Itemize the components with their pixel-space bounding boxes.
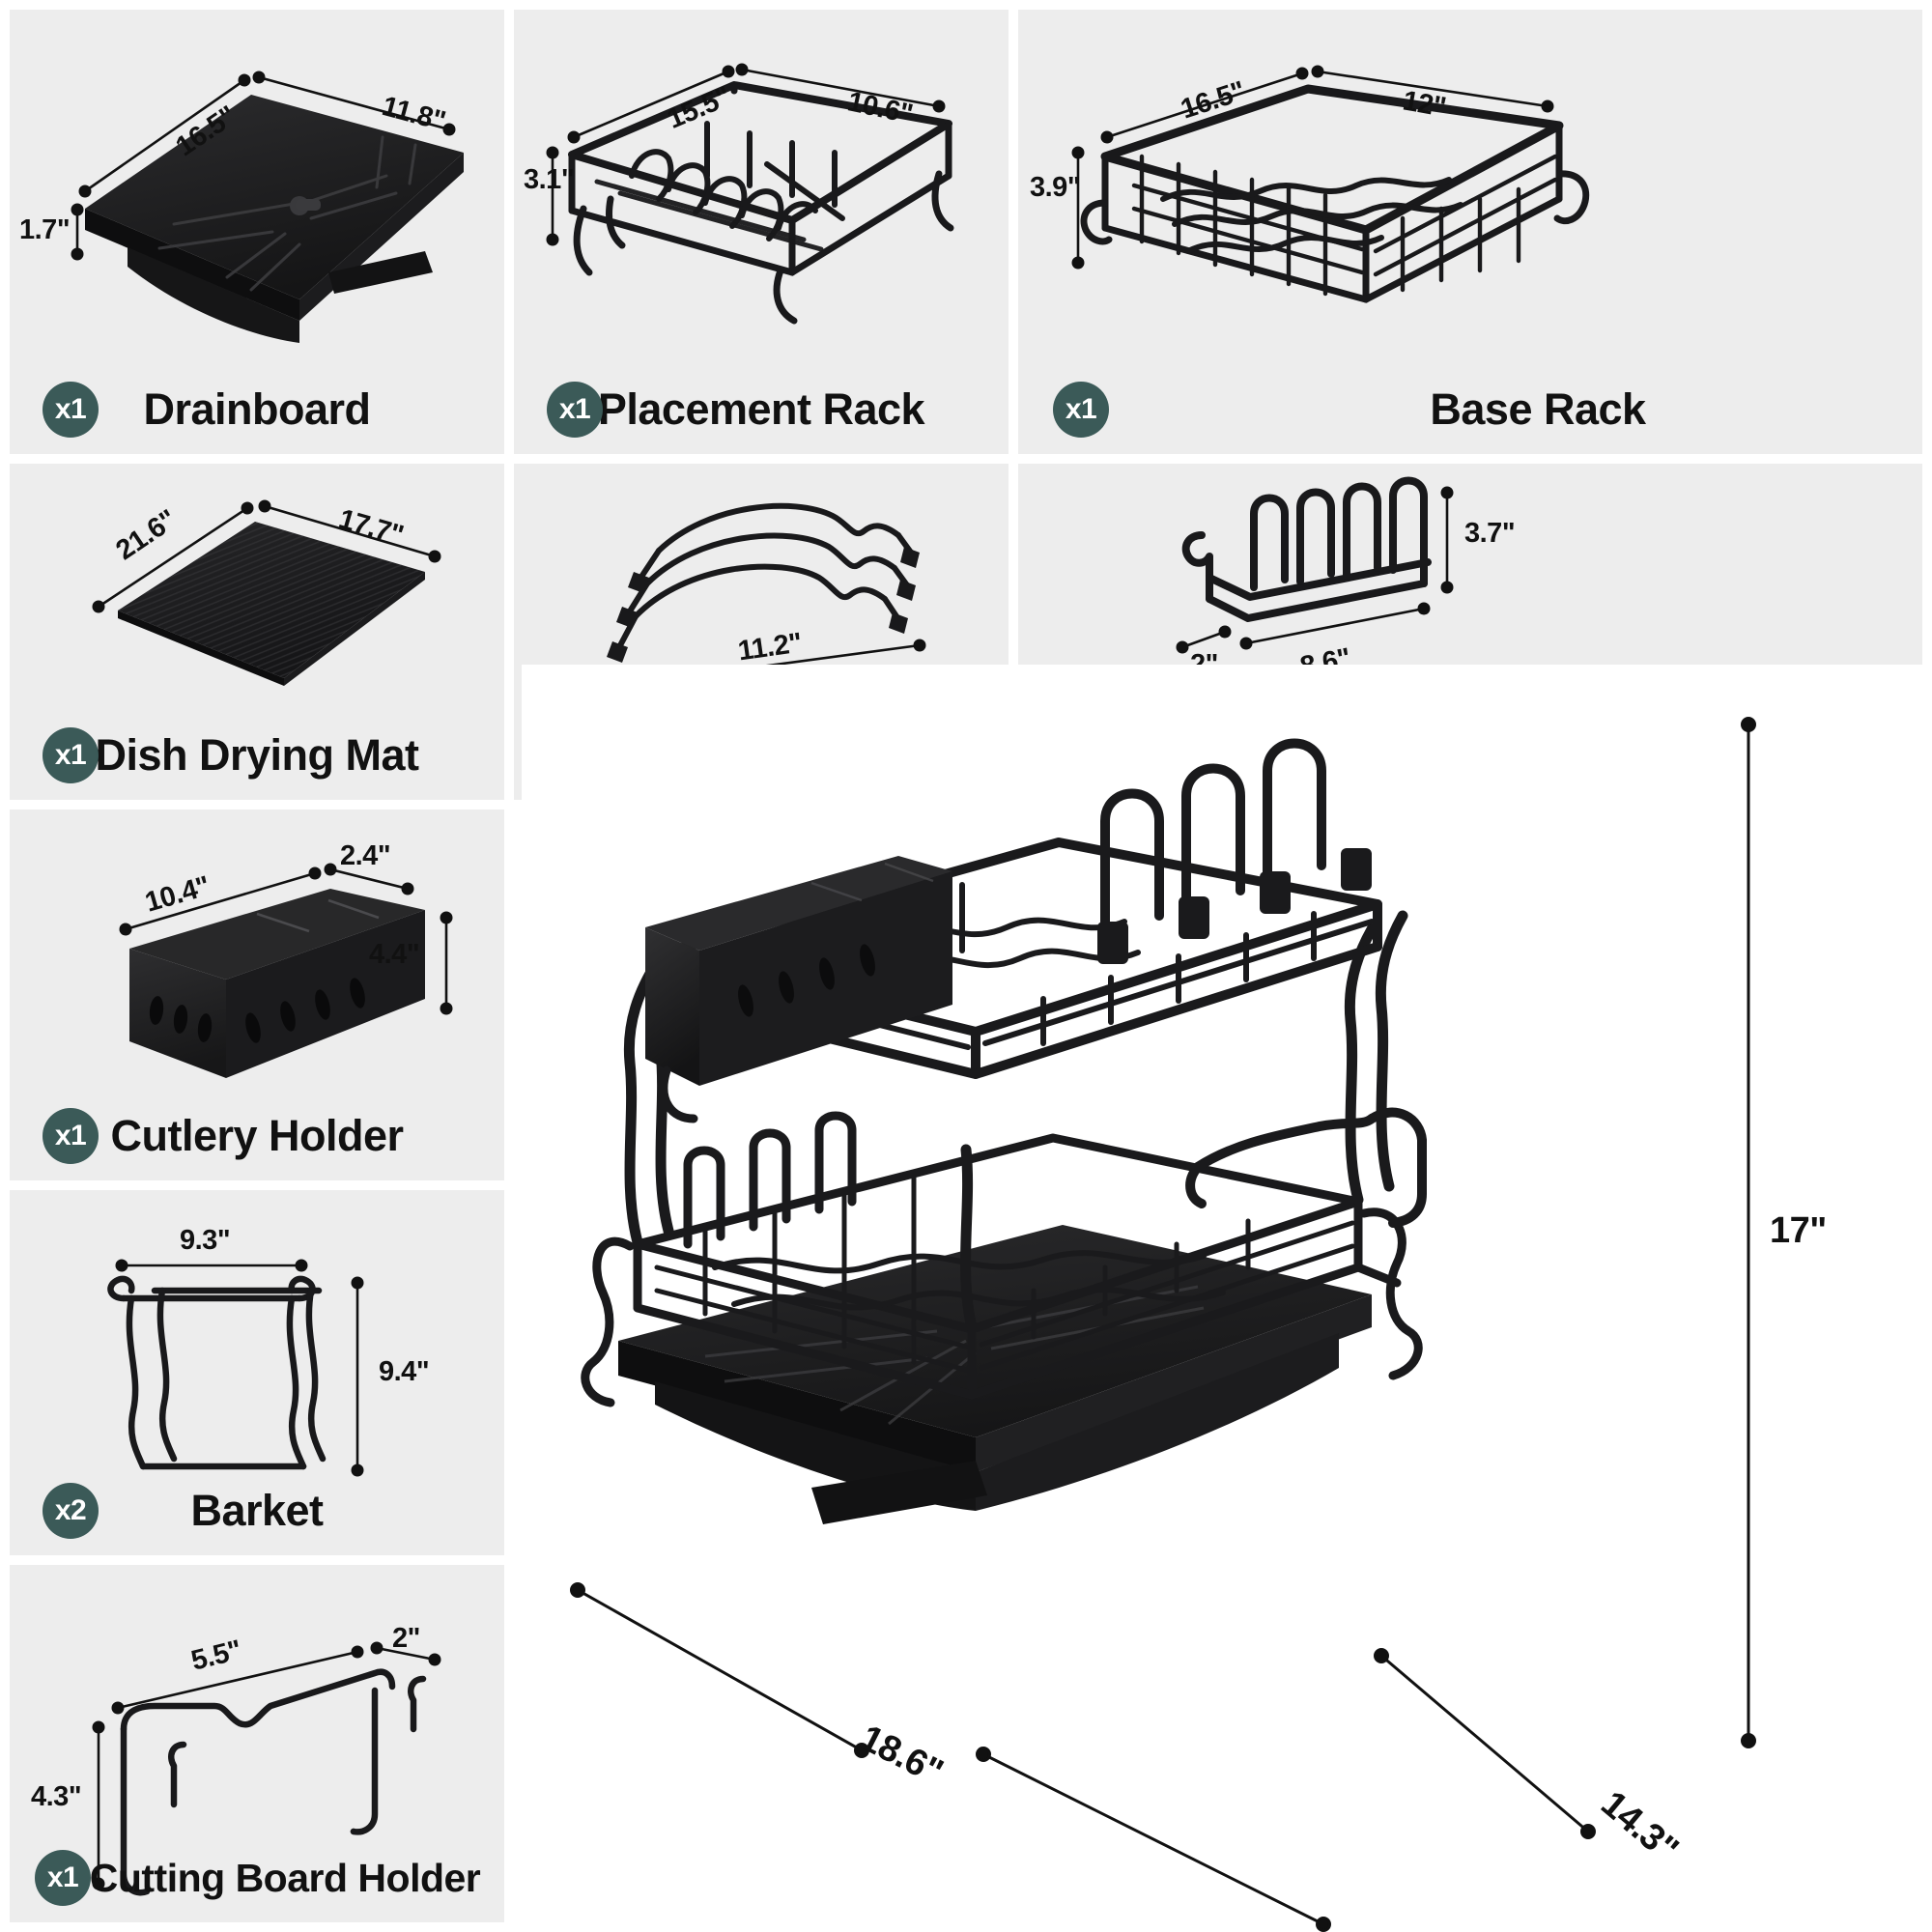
dim-drainboard-height: 1.7" bbox=[19, 214, 71, 245]
qty-badge-cutting-board-holder: x1 bbox=[35, 1850, 91, 1906]
part-panel-cutlery-holder: 10.4" 2.4" 4.4" x1 Cutlery Holder bbox=[10, 810, 504, 1180]
qty-badge-placement-rack: x1 bbox=[547, 382, 603, 438]
dim-cbh-height: 4.3" bbox=[31, 1781, 82, 1812]
part-panel-placement-rack: 15.5" 10.6" 3.1" x1 Placement Rack bbox=[514, 10, 1009, 454]
caption-cutlery-holder: x1 Cutlery Holder bbox=[10, 1092, 504, 1180]
dim-drainboard-depth: 11.8" bbox=[379, 91, 449, 138]
caption-base-rack: x1 Base Rack bbox=[1018, 365, 1922, 454]
qty-badge-barket: x2 bbox=[43, 1483, 99, 1539]
part-panel-drainboard: 16.5" 11.8" 1.7" x1 Drainboard bbox=[10, 10, 504, 454]
caption-barket: x2 Barket bbox=[10, 1466, 504, 1555]
assembled-product-illustration bbox=[570, 717, 1756, 1932]
assembled-product-panel: 17" 18.6" 14.3" bbox=[522, 665, 1932, 1932]
dim-base-rack-depth: 12" bbox=[1400, 85, 1449, 124]
part-label-cutlery-holder: Cutlery Holder bbox=[110, 1111, 404, 1160]
dim-cutlery-depth: 2.4" bbox=[340, 840, 391, 871]
dim-cbh-depth: 2" bbox=[392, 1623, 420, 1654]
dim-barket-width: 9.3" bbox=[180, 1225, 231, 1256]
part-label-base-rack: Base Rack bbox=[1430, 384, 1646, 434]
caption-cutting-board-holder: x1 Cutting Board Holder bbox=[10, 1833, 504, 1922]
dim-cutlery-length: 10.4" bbox=[141, 870, 213, 919]
dim-drainboard-width: 16.5" bbox=[170, 99, 242, 163]
caption-dish-drying-mat: x1 Dish Drying Mat bbox=[10, 711, 504, 800]
part-label-cutting-board-holder: Cutting Board Holder bbox=[89, 1855, 481, 1900]
qty-badge-dish-drying-mat: x1 bbox=[43, 727, 99, 783]
dim-cutlery-height: 4.4" bbox=[369, 939, 420, 970]
dim-base-rack-height: 3.9" bbox=[1030, 172, 1081, 203]
dim-placement-rack-width: 15.5" bbox=[663, 81, 736, 135]
dim-barket-height: 9.4" bbox=[379, 1356, 430, 1387]
qty-badge-drainboard: x1 bbox=[43, 382, 99, 438]
caption-drainboard: x1 Drainboard bbox=[10, 365, 504, 454]
part-label-drainboard: Drainboard bbox=[143, 384, 371, 434]
dim-assembled-height: 17" bbox=[1770, 1210, 1827, 1251]
part-panel-barket: 9.3" 9.4" x2 Barket bbox=[10, 1190, 504, 1555]
dim-pot-cover-bracket-length: 11.2" bbox=[736, 627, 804, 668]
part-label-placement-rack: Placement Rack bbox=[597, 384, 925, 434]
dim-mat-length: 21.6" bbox=[110, 503, 183, 567]
part-panel-dish-drying-mat: 21.6" 17.7" x1 Dish Drying Mat bbox=[10, 464, 504, 800]
dim-placement-rack-depth: 10.6" bbox=[844, 86, 916, 130]
part-panel-cutting-board-holder: 5.5" 2" 4.3" x1 Cutting Board Holder bbox=[10, 1565, 504, 1922]
dim-base-rack-width: 16.5" bbox=[1177, 75, 1249, 126]
dim-cbh-width: 5.5" bbox=[187, 1634, 245, 1677]
dim-cup-holder-height: 3.7" bbox=[1464, 518, 1516, 549]
dim-placement-rack-height: 3.1" bbox=[524, 164, 575, 195]
dim-mat-width: 17.7" bbox=[335, 503, 407, 552]
dim-assembled-depth: 14.3" bbox=[1593, 1783, 1686, 1870]
caption-placement-rack: x1 Placement Rack bbox=[514, 365, 1009, 454]
qty-badge-cutlery-holder: x1 bbox=[43, 1108, 99, 1164]
part-panel-base-rack: 16.5" 12" 3.9" x1 Base Rack bbox=[1018, 10, 1922, 454]
qty-badge-base-rack: x1 bbox=[1053, 382, 1109, 438]
dim-assembled-width: 18.6" bbox=[853, 1718, 950, 1794]
part-label-dish-drying-mat: Dish Drying Mat bbox=[95, 730, 419, 780]
part-label-barket: Barket bbox=[190, 1486, 324, 1535]
